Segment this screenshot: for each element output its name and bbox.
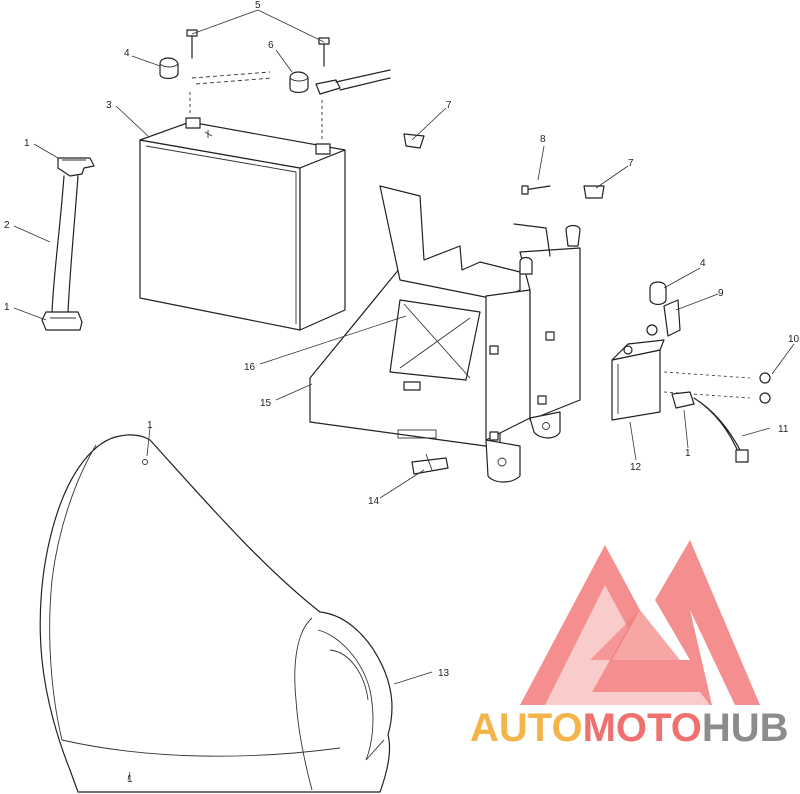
callout-11-cable: 11 [778,424,789,435]
watermark-auto: AUTO [470,706,583,750]
cover-shroud [39,434,393,793]
callout-9-bracket: 9 [718,288,724,299]
callout-1-strap-bottom: 1 [4,302,10,313]
callout-1-cover-top: 1 [147,420,153,431]
callout-5-bolts: 5 [255,0,261,11]
tray-clip [411,453,449,475]
callout-7-nut-b: 7 [628,158,634,169]
callout-8-bolt: 8 [540,134,546,145]
callout-12-solenoid: 12 [630,462,642,473]
battery [139,117,346,331]
callout-1-cover-bottom: 1 [127,774,133,785]
callout-4-cap: 4 [124,48,130,59]
callout-2-strap: 2 [4,220,10,231]
watermark-wordmark: AUTOMOTOHUB [470,708,789,748]
callout-4-cap-right: 4 [700,258,706,269]
callout-16-tray: 16 [244,362,256,373]
callout-13-cover: 13 [438,668,450,679]
watermark-logo [520,540,760,705]
watermark-hub: HUB [701,706,789,750]
callout-15-box: 15 [260,398,272,409]
leader-lines [13,9,795,781]
callout-1-strap-top: 1 [24,138,30,149]
battery-strap [41,157,95,331]
callout-1-lead: 1 [685,448,691,459]
battery-tray [309,133,605,483]
solenoid-and-cable [611,281,771,463]
callout-7-nut-a: 7 [446,100,452,111]
callout-labels: 1 2 1 3 4 5 6 7 8 7 4 9 10 11 1 12 16 15… [4,0,800,785]
watermark-moto: MOTO [582,706,702,750]
callout-6-cap: 6 [268,40,274,51]
callout-10-nut: 10 [788,334,800,345]
callout-14-clip: 14 [368,496,380,507]
callout-3-battery: 3 [106,100,112,111]
terminal-hardware-top [159,29,391,140]
